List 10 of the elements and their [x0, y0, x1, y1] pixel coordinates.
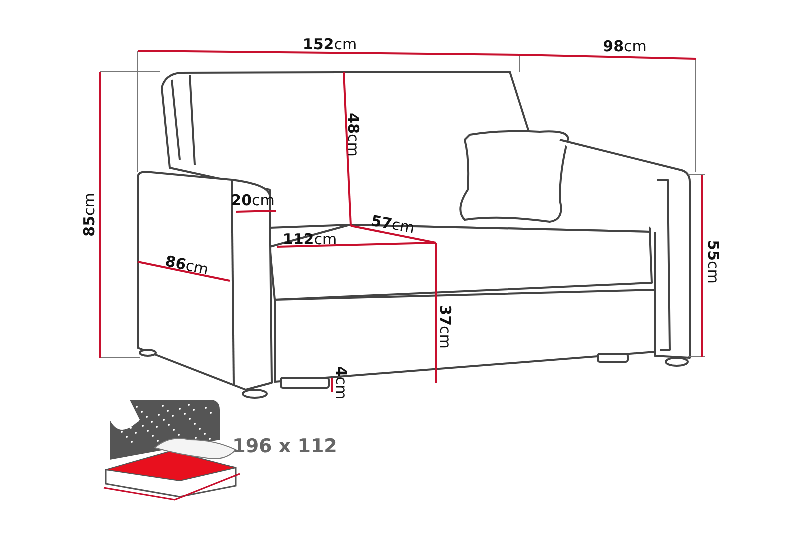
dimension-label: 86cm	[164, 254, 210, 278]
dimension-label: 37cm	[438, 305, 452, 349]
dimension-label: 57cm	[370, 214, 416, 236]
dimension-label: 4cm	[334, 366, 348, 400]
dimension-label: 55cm	[706, 240, 720, 284]
dimension-label: 48cm	[346, 113, 360, 157]
dimension-label: 98cm	[603, 40, 647, 54]
dimension-label: 85cm	[82, 193, 98, 237]
dimension-label: 196 x 112	[232, 438, 338, 456]
dimension-label: 152cm	[302, 38, 358, 52]
